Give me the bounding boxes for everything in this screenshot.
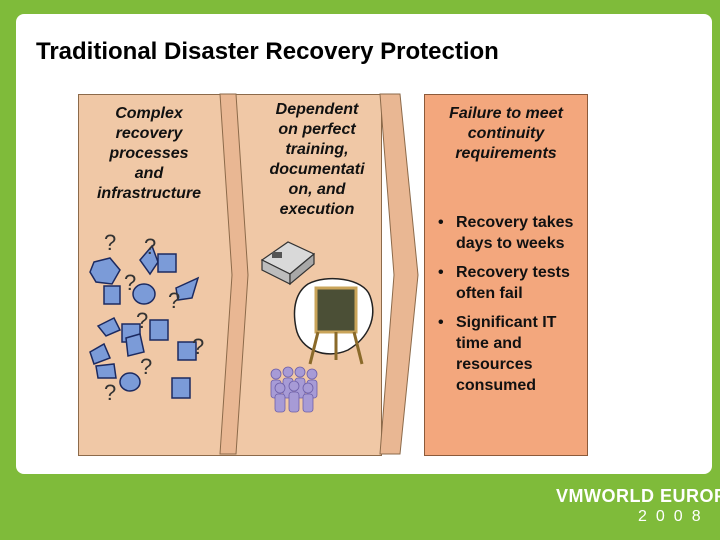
column2-line: training, <box>285 141 349 158</box>
question-mark-1: ? <box>104 230 117 255</box>
arrow-2-icon <box>379 93 419 455</box>
arrow-1-icon <box>219 93 249 455</box>
bullet-item: Recovery tests often fail <box>436 262 588 304</box>
column1-line: recovery <box>115 125 183 142</box>
column3-header: Failure to meet continuity requirements <box>424 104 588 164</box>
column2-header: Dependent on perfect training, documenta… <box>250 100 384 220</box>
question-mark-7: ? <box>140 354 153 379</box>
column2-line: on, and <box>288 181 346 198</box>
question-mark-5: ? <box>136 308 149 333</box>
bullet-item: Significant IT time and resources consum… <box>436 312 588 396</box>
question-mark-8: ? <box>104 380 117 405</box>
process-shapes-icon <box>89 244 200 399</box>
column1-line: processes <box>109 145 189 162</box>
column1-header: Complex recovery processes and infrastru… <box>82 104 216 204</box>
column1-line: and <box>134 165 164 182</box>
vmworld-logo: VMWORLD EUROPE <box>556 486 720 506</box>
people-group-icon <box>270 366 318 413</box>
question-mark-4: ? <box>168 288 181 313</box>
question-mark-6: ? <box>192 334 205 359</box>
column2-line: Dependent <box>275 101 359 118</box>
question-mark-2: ? <box>144 234 157 259</box>
event-year: 2008 <box>638 508 710 525</box>
bullet-item: Recovery takes days to weeks <box>436 212 588 254</box>
column1-line: Complex <box>115 105 183 122</box>
failure-bullet-list: Recovery takes days to weeks Recovery te… <box>436 212 588 404</box>
column3-line: requirements <box>455 145 557 162</box>
column2-line: documentati <box>269 161 365 178</box>
column2-line: execution <box>279 201 355 218</box>
column3-line: continuity <box>467 125 545 142</box>
whiteboard-icon <box>293 277 374 365</box>
column1-line: infrastructure <box>96 185 202 202</box>
training-clipart-icon <box>260 241 374 413</box>
printer-icon <box>260 241 316 286</box>
column3-line: Failure to meet <box>449 105 563 122</box>
question-mark-3: ? <box>124 270 137 295</box>
slide-title: Traditional Disaster Recovery Protection <box>36 38 499 65</box>
column2-line: on perfect <box>278 121 356 138</box>
